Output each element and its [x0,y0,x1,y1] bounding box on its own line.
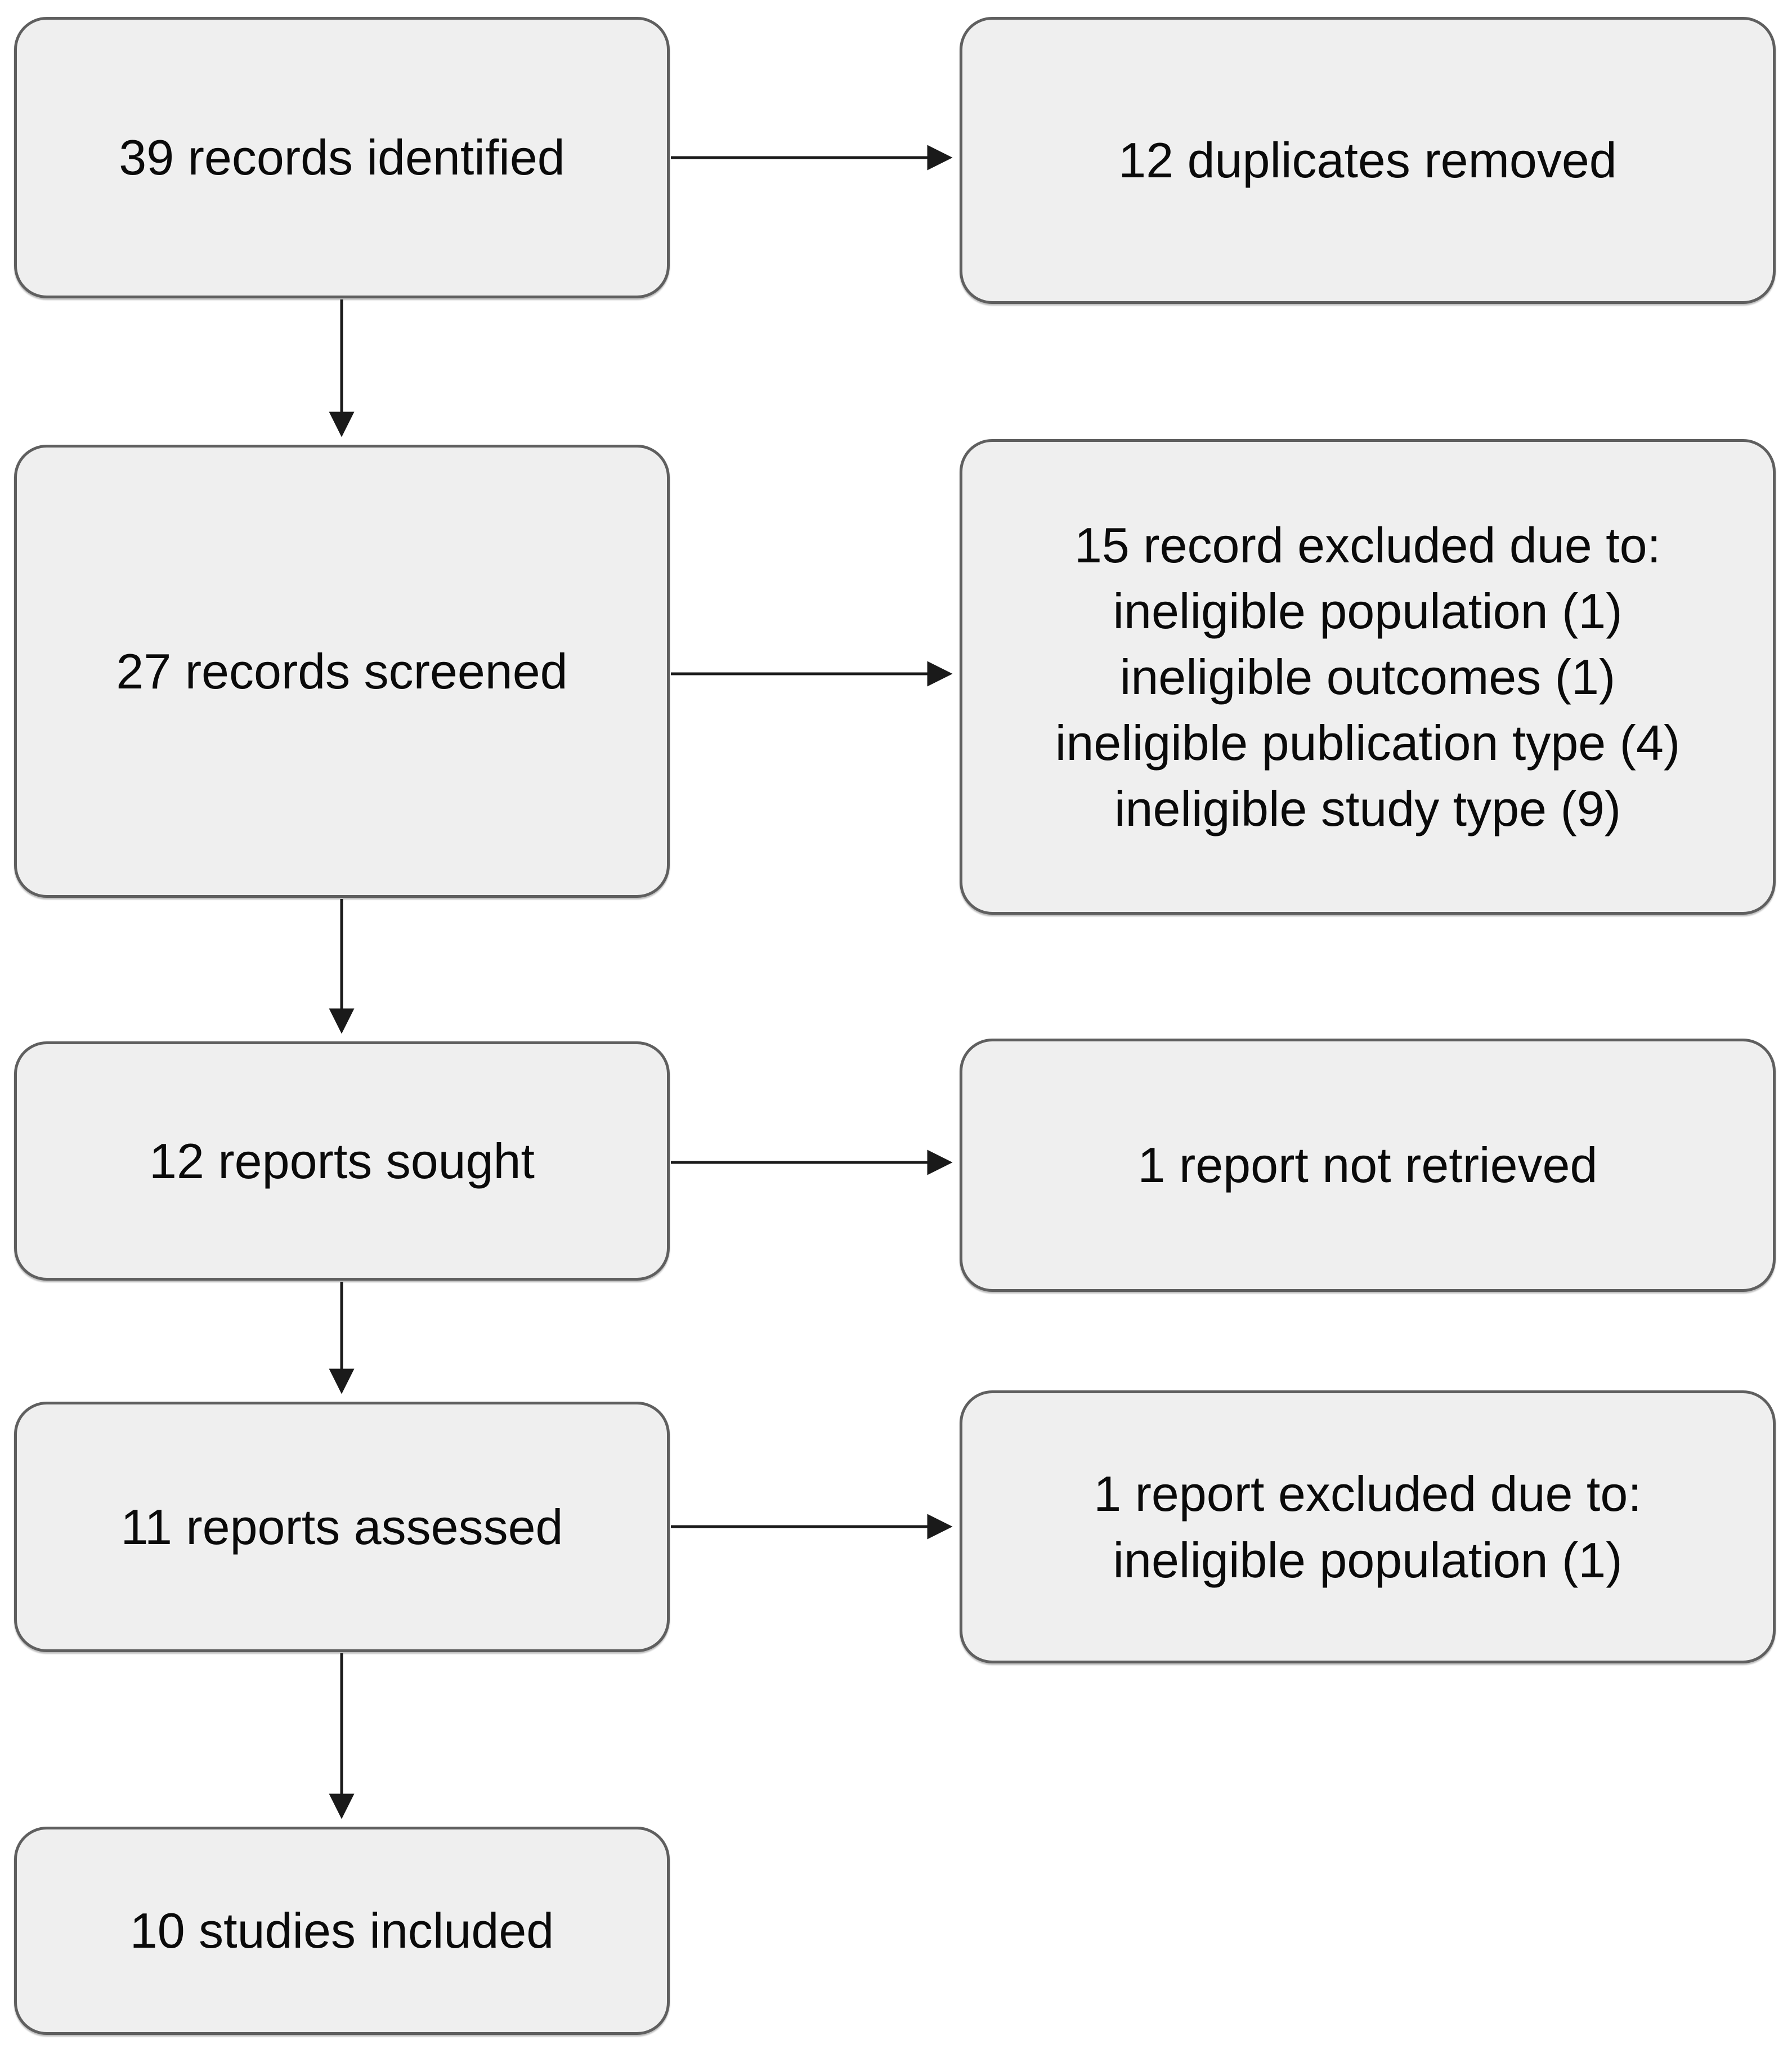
node-records-excluded: 15 record excluded due to: ineligible po… [960,439,1776,915]
node-label-line: 1 report excluded due to: [1094,1466,1642,1522]
node-studies-included: 10 studies included [14,1827,670,2035]
node-reports-sought: 12 reports sought [14,1041,670,1281]
node-label: 10 studies included [129,1903,554,1959]
node-label: 12 duplicates removed [1118,132,1617,189]
node-label-line: 15 record excluded due to: [1074,517,1661,573]
node-label-line: ineligible population (1) [1113,583,1623,639]
node-label: 27 records screened [116,643,568,699]
node-records-identified: 39 records identified [14,17,670,298]
node-report-excluded: 1 report excluded due to: ineligible pop… [960,1390,1776,1663]
node-label-line: ineligible publication type (4) [1055,715,1681,771]
node-label-line: ineligible study type (9) [1114,781,1621,837]
node-label: 1 report not retrieved [1137,1137,1598,1193]
node-duplicates-removed: 12 duplicates removed [960,17,1776,304]
node-label: 39 records identified [119,129,565,186]
node-label: 12 reports sought [149,1133,535,1189]
node-label: 11 reports assessed [120,1498,563,1555]
node-report-not-retrieved: 1 report not retrieved [960,1039,1776,1292]
node-label-line: ineligible outcomes (1) [1119,648,1616,705]
node-reports-assessed: 11 reports assessed [14,1402,670,1652]
node-records-screened: 27 records screened [14,445,670,898]
node-label-line: ineligible population (1) [1113,1532,1623,1588]
